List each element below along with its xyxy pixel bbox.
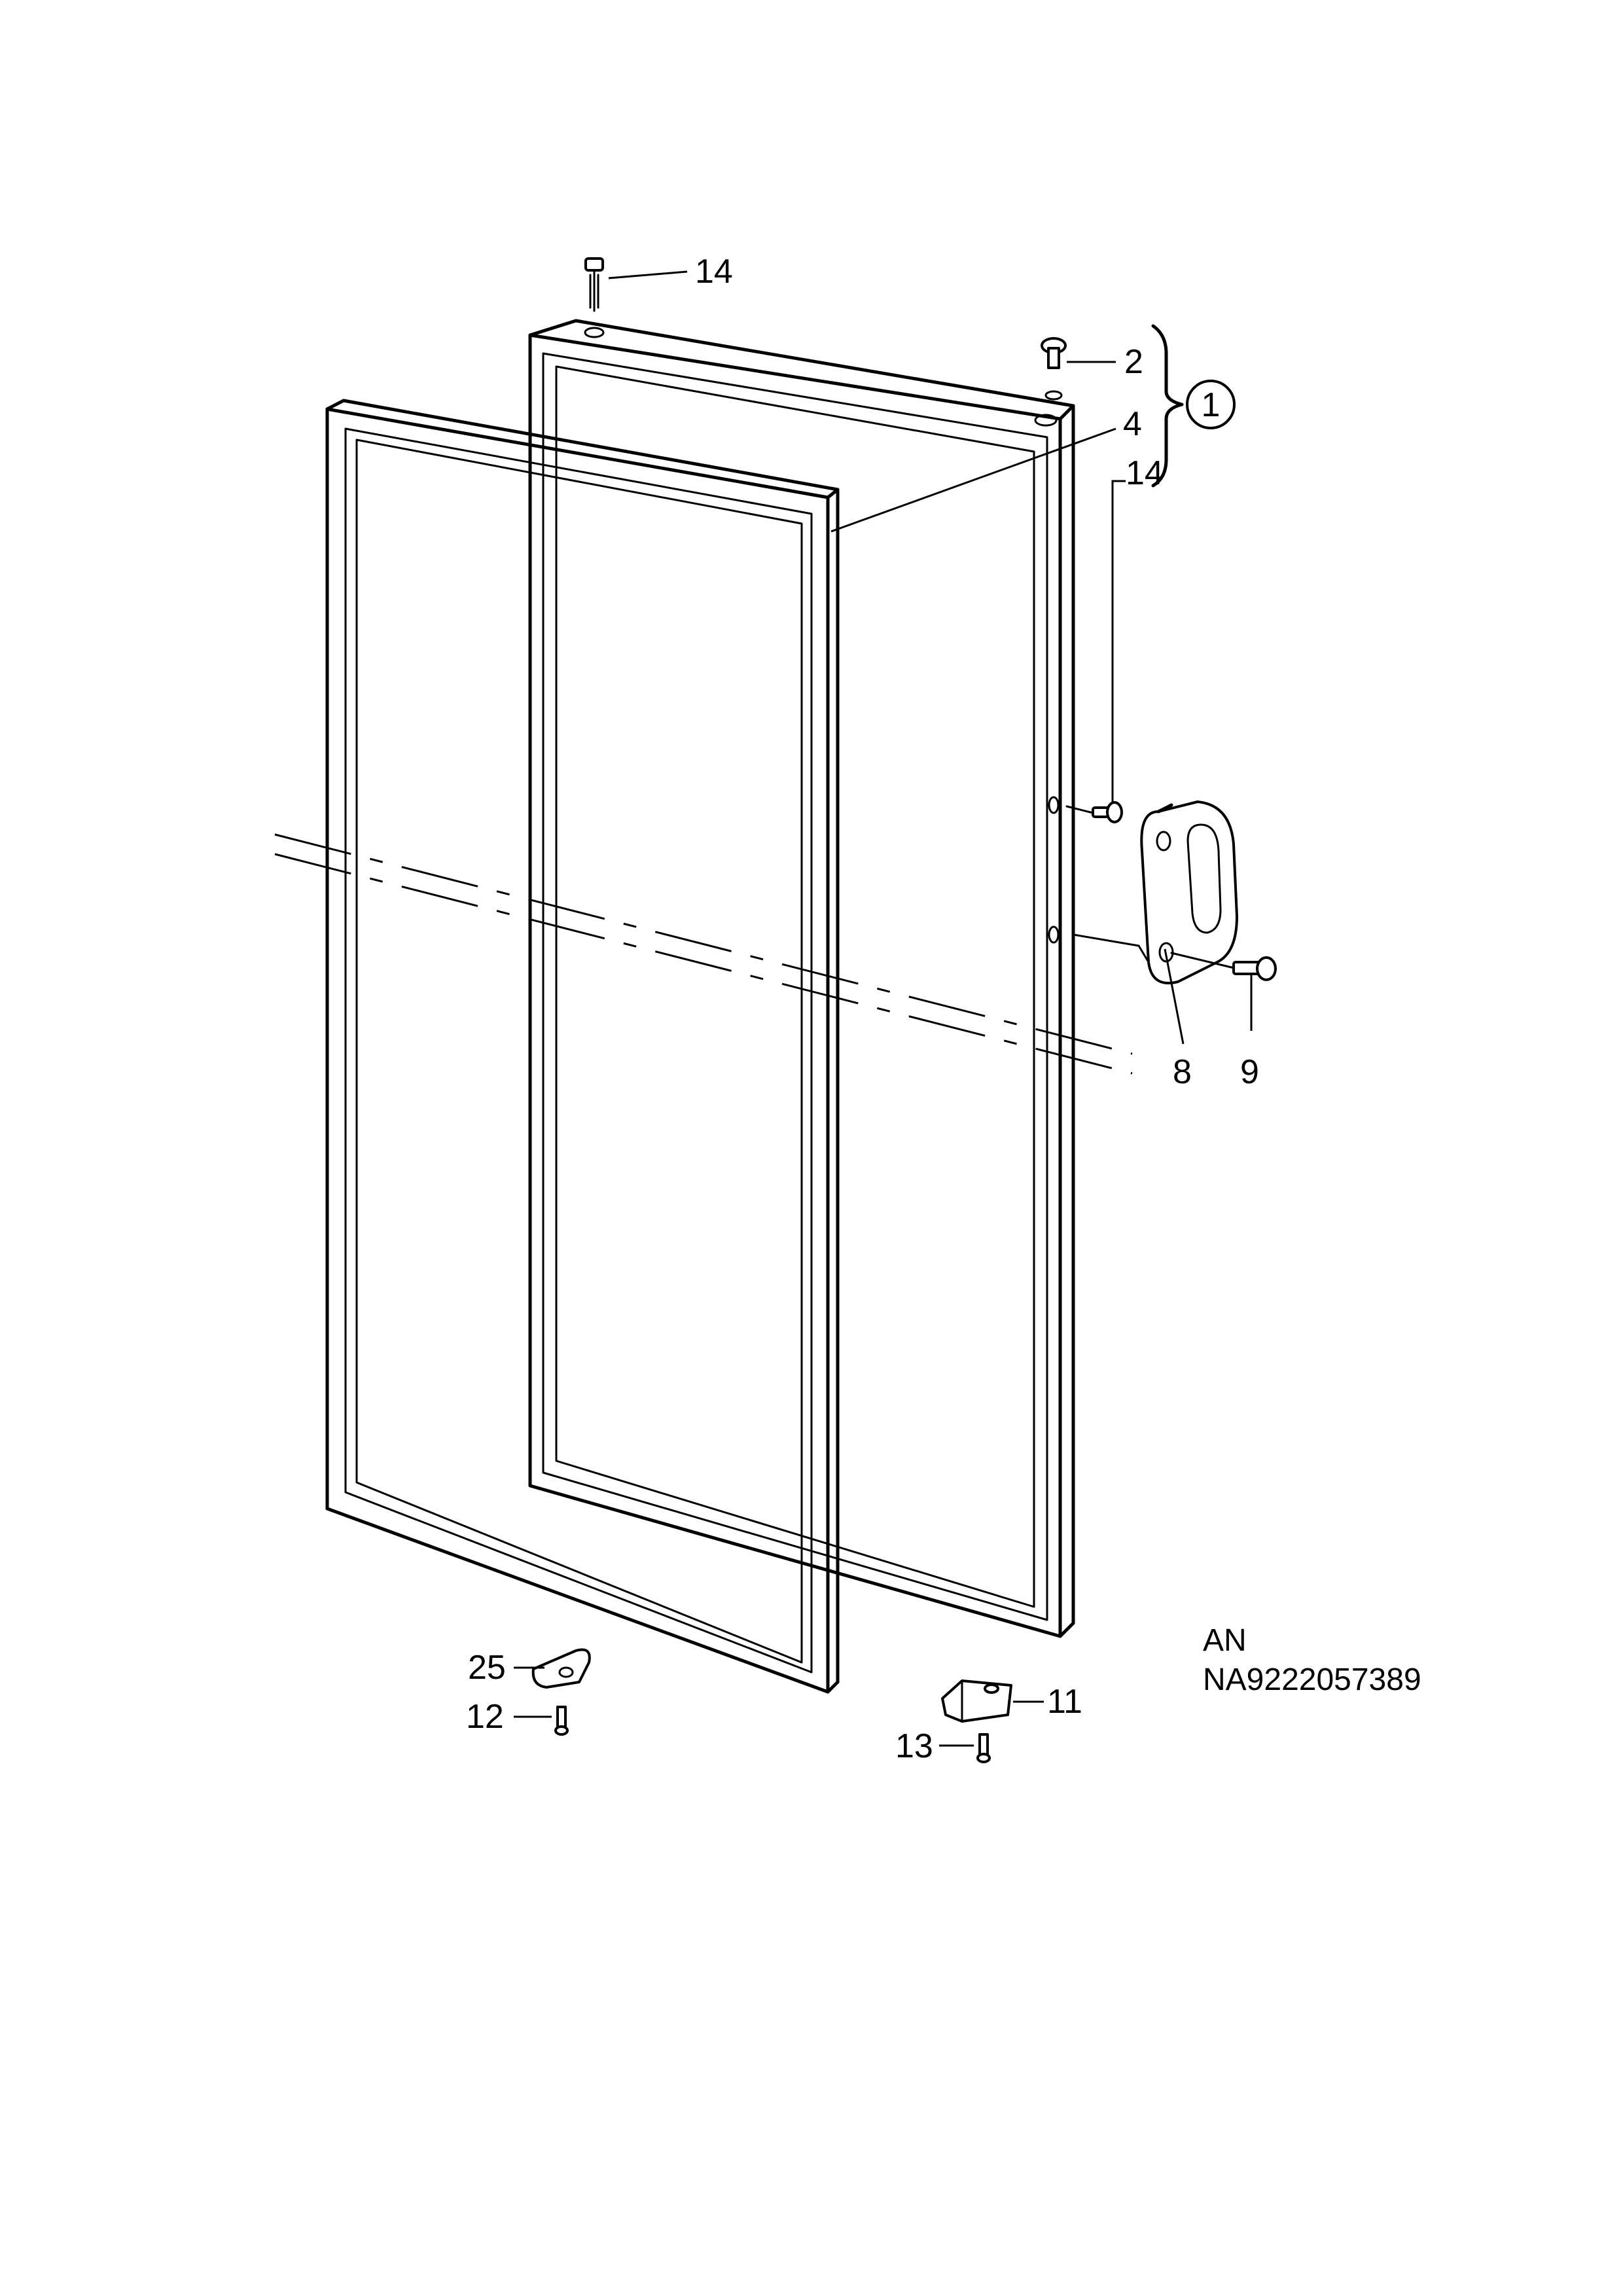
hinge-pin-top xyxy=(584,257,605,338)
break-lines xyxy=(274,833,1133,1075)
callout-12: 12 xyxy=(466,1698,504,1736)
drawing-code-an: AN xyxy=(1203,1623,1247,1658)
assembly-callout-circle xyxy=(1186,380,1236,429)
callout-9: 9 xyxy=(1240,1053,1259,1091)
callout-14-right: 14 xyxy=(1126,454,1164,492)
door-gasket xyxy=(325,399,840,1694)
callout-4: 4 xyxy=(1123,405,1142,443)
door-panel xyxy=(528,319,1075,1638)
handle-mount-screw xyxy=(1170,952,1277,981)
callout-1: 1 xyxy=(1202,386,1221,424)
bracket-left xyxy=(531,1648,591,1689)
screw-right xyxy=(976,1733,991,1763)
screw-left xyxy=(554,1706,569,1736)
callout-8: 8 xyxy=(1173,1053,1192,1091)
callout-11: 11 xyxy=(1047,1683,1082,1721)
callout-13: 13 xyxy=(895,1727,933,1765)
door-handle xyxy=(1072,800,1238,984)
callout-14-top: 14 xyxy=(695,253,733,291)
hinge-bush xyxy=(1041,337,1067,401)
handle-screw xyxy=(1065,801,1123,823)
callout-2: 2 xyxy=(1124,343,1143,381)
callout-25: 25 xyxy=(468,1649,506,1687)
assembly-brace xyxy=(1151,324,1236,488)
drawing-part-number: NA9222057389 xyxy=(1203,1662,1421,1697)
hinge-block xyxy=(941,1679,1012,1723)
leader-lines xyxy=(514,270,1253,1747)
